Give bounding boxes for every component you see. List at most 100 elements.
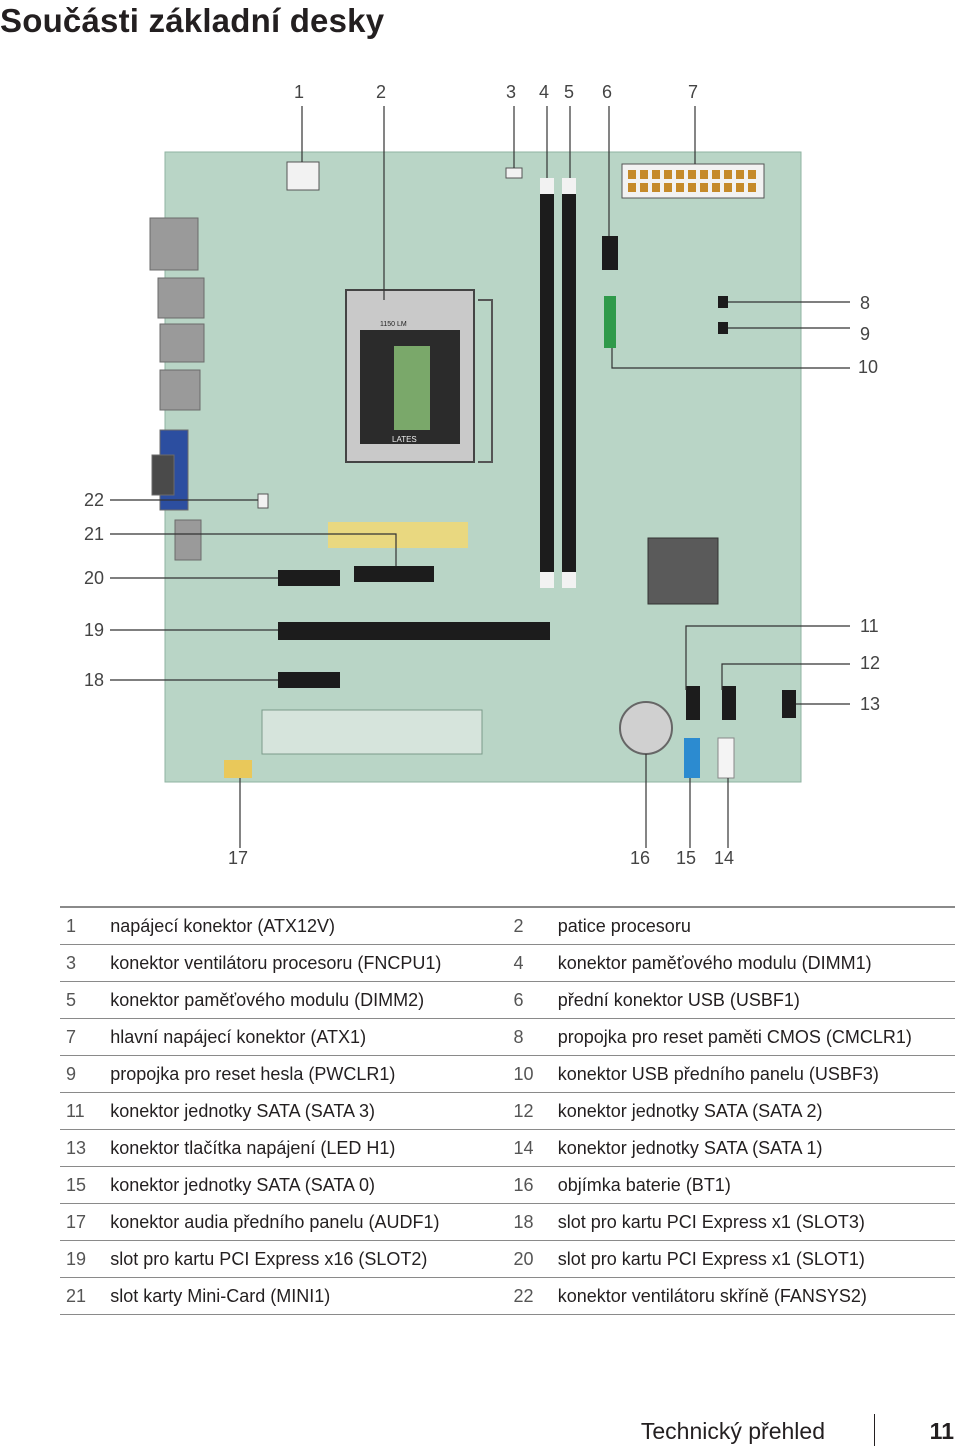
legend-text: objímka baterie (BT1) (557, 1174, 731, 1195)
page-title: Součásti základní desky (0, 2, 385, 39)
pcie-slot2 (278, 622, 550, 640)
legend-number: 2 (513, 915, 524, 936)
atx12v-connector (286, 161, 320, 191)
minicard-slot (328, 522, 468, 548)
legend-number: 20 (513, 1248, 534, 1269)
legend-text: napájecí konektor (ATX12V) (110, 915, 336, 936)
legend-number: 1 (66, 915, 77, 936)
legend-text: konektor tlačítka napájení (LED H1) (110, 1137, 396, 1158)
socket-brand-label: LATES (392, 435, 417, 444)
legend-text: slot pro kartu PCI Express x16 (SLOT2) (110, 1248, 428, 1269)
callout-19: 19 (84, 620, 105, 640)
sata0-connector (684, 738, 700, 778)
leader-lines (110, 106, 850, 848)
legend-text: hlavní napájecí konektor (ATX1) (110, 1026, 367, 1047)
ledh1-header (782, 690, 796, 718)
cpu-socket: 1150 LM LATES (345, 289, 493, 463)
atx1-connector (621, 163, 765, 199)
motherboard-diagram: 1150 LM LATES (110, 106, 850, 848)
legend-text: konektor paměťového modulu (DIMM1) (557, 952, 872, 973)
page-footer: Technický přehled 11 (0, 1414, 960, 1448)
battery-holder (619, 701, 673, 755)
legend-text: konektor USB předního panelu (USBF3) (557, 1063, 879, 1084)
legend-row: 9 propojka pro reset hesla (PWCLR1) 10 kone… (60, 1055, 955, 1093)
callout-5: 5 (564, 82, 575, 102)
fansys2-connector (257, 493, 269, 509)
callout-2: 2 (376, 82, 387, 102)
legend-text: konektor ventilátoru skříně (FANSYS2) (557, 1285, 867, 1306)
legend-number: 13 (66, 1137, 87, 1158)
footer-section-title: Technický přehled (640, 1418, 825, 1444)
socket-sub-label: 1150 LM (380, 321, 407, 328)
legend-number: 7 (66, 1026, 77, 1047)
dimm1-slot (540, 178, 554, 588)
callout-6: 6 (602, 82, 613, 102)
callout-15: 15 (676, 848, 697, 868)
callout-7: 7 (688, 82, 699, 102)
callout-1: 1 (294, 82, 305, 102)
legend-number: 15 (66, 1174, 87, 1195)
legend-number: 3 (66, 952, 77, 973)
legend-text: konektor paměťového modulu (DIMM2) (110, 989, 425, 1010)
callout-4: 4 (539, 82, 550, 102)
legend-number: 8 (513, 1026, 524, 1047)
legend-text: konektor jednotky SATA (SATA 2) (557, 1100, 823, 1121)
legend-number: 5 (66, 989, 77, 1010)
callout-17: 17 (228, 848, 249, 868)
callout-10: 10 (858, 357, 879, 377)
legend-number: 19 (66, 1248, 87, 1269)
legend-number: 12 (513, 1100, 534, 1121)
legend-row: 19 slot pro kartu PCI Express x16 (SLOT2)… (60, 1240, 955, 1278)
callout-3: 3 (506, 82, 517, 102)
legend-number: 21 (66, 1285, 87, 1306)
legend-text: konektor jednotky SATA (SATA 0) (110, 1174, 376, 1195)
legend-number: 4 (513, 952, 524, 973)
sata2-connector (722, 686, 736, 720)
callout-9: 9 (860, 324, 871, 344)
pwclr1-jumper (718, 322, 728, 334)
legend-row: 13 konektor tlačítka napájení (LED H1) 14 k… (60, 1129, 955, 1167)
legend-number: 17 (66, 1211, 87, 1232)
cmclr1-jumper (718, 296, 728, 308)
callout-18: 18 (84, 670, 105, 690)
legend-text: konektor jednotky SATA (SATA 1) (557, 1137, 823, 1158)
legend-number: 14 (513, 1137, 534, 1158)
callout-14: 14 (714, 848, 735, 868)
legend-table: 1 napájecí konektor (ATX12V) 2 patice proce… (60, 906, 955, 1315)
footer-divider (874, 1414, 875, 1446)
legend-number: 6 (513, 989, 524, 1010)
legend-number: 16 (513, 1174, 534, 1195)
callout-8: 8 (860, 293, 871, 313)
legend-row: 1 napájecí konektor (ATX12V) 2 patice proce… (60, 907, 955, 945)
legend-text: patice procesoru (557, 915, 691, 936)
dimm2-slot (562, 178, 576, 588)
pcie-slot1 (278, 570, 340, 586)
pcie-slot3 (278, 672, 340, 688)
legend-text: propojka pro reset hesla (PWCLR1) (110, 1063, 396, 1084)
fncpu1-connector (505, 167, 523, 179)
board-pcb (164, 151, 802, 783)
rear-io (149, 217, 205, 561)
callout-11: 11 (860, 616, 879, 636)
page-number: 11 (929, 1418, 954, 1444)
legend-text: přední konektor USB (USBF1) (557, 989, 800, 1010)
legend-number: 10 (513, 1063, 534, 1084)
legend-number: 22 (513, 1285, 534, 1306)
callout-20: 20 (84, 568, 105, 588)
legend-text: konektor jednotky SATA (SATA 3) (110, 1100, 376, 1121)
callout-21: 21 (84, 524, 105, 544)
chipset (647, 537, 719, 605)
legend-row: 15 konektor jednotky SATA (SATA 0) 16 objím… (60, 1166, 955, 1204)
legend-text: slot pro kartu PCI Express x1 (SLOT3) (557, 1211, 865, 1232)
usbf1-header (602, 236, 618, 270)
legend-row: 5 konektor paměťového modulu (DIMM2) 6 před… (60, 981, 955, 1019)
legend-number: 9 (66, 1063, 77, 1084)
legend-text: propojka pro reset paměti CMOS (CMCLR1) (557, 1026, 912, 1047)
usbf3-header (604, 296, 616, 348)
legend-row: 3 konektor ventilátoru procesoru (FNCPU1)… (60, 944, 955, 982)
callout-12: 12 (860, 653, 881, 673)
callout-22: 22 (84, 490, 105, 510)
legend-text: konektor ventilátoru procesoru (FNCPU1) (110, 952, 442, 973)
